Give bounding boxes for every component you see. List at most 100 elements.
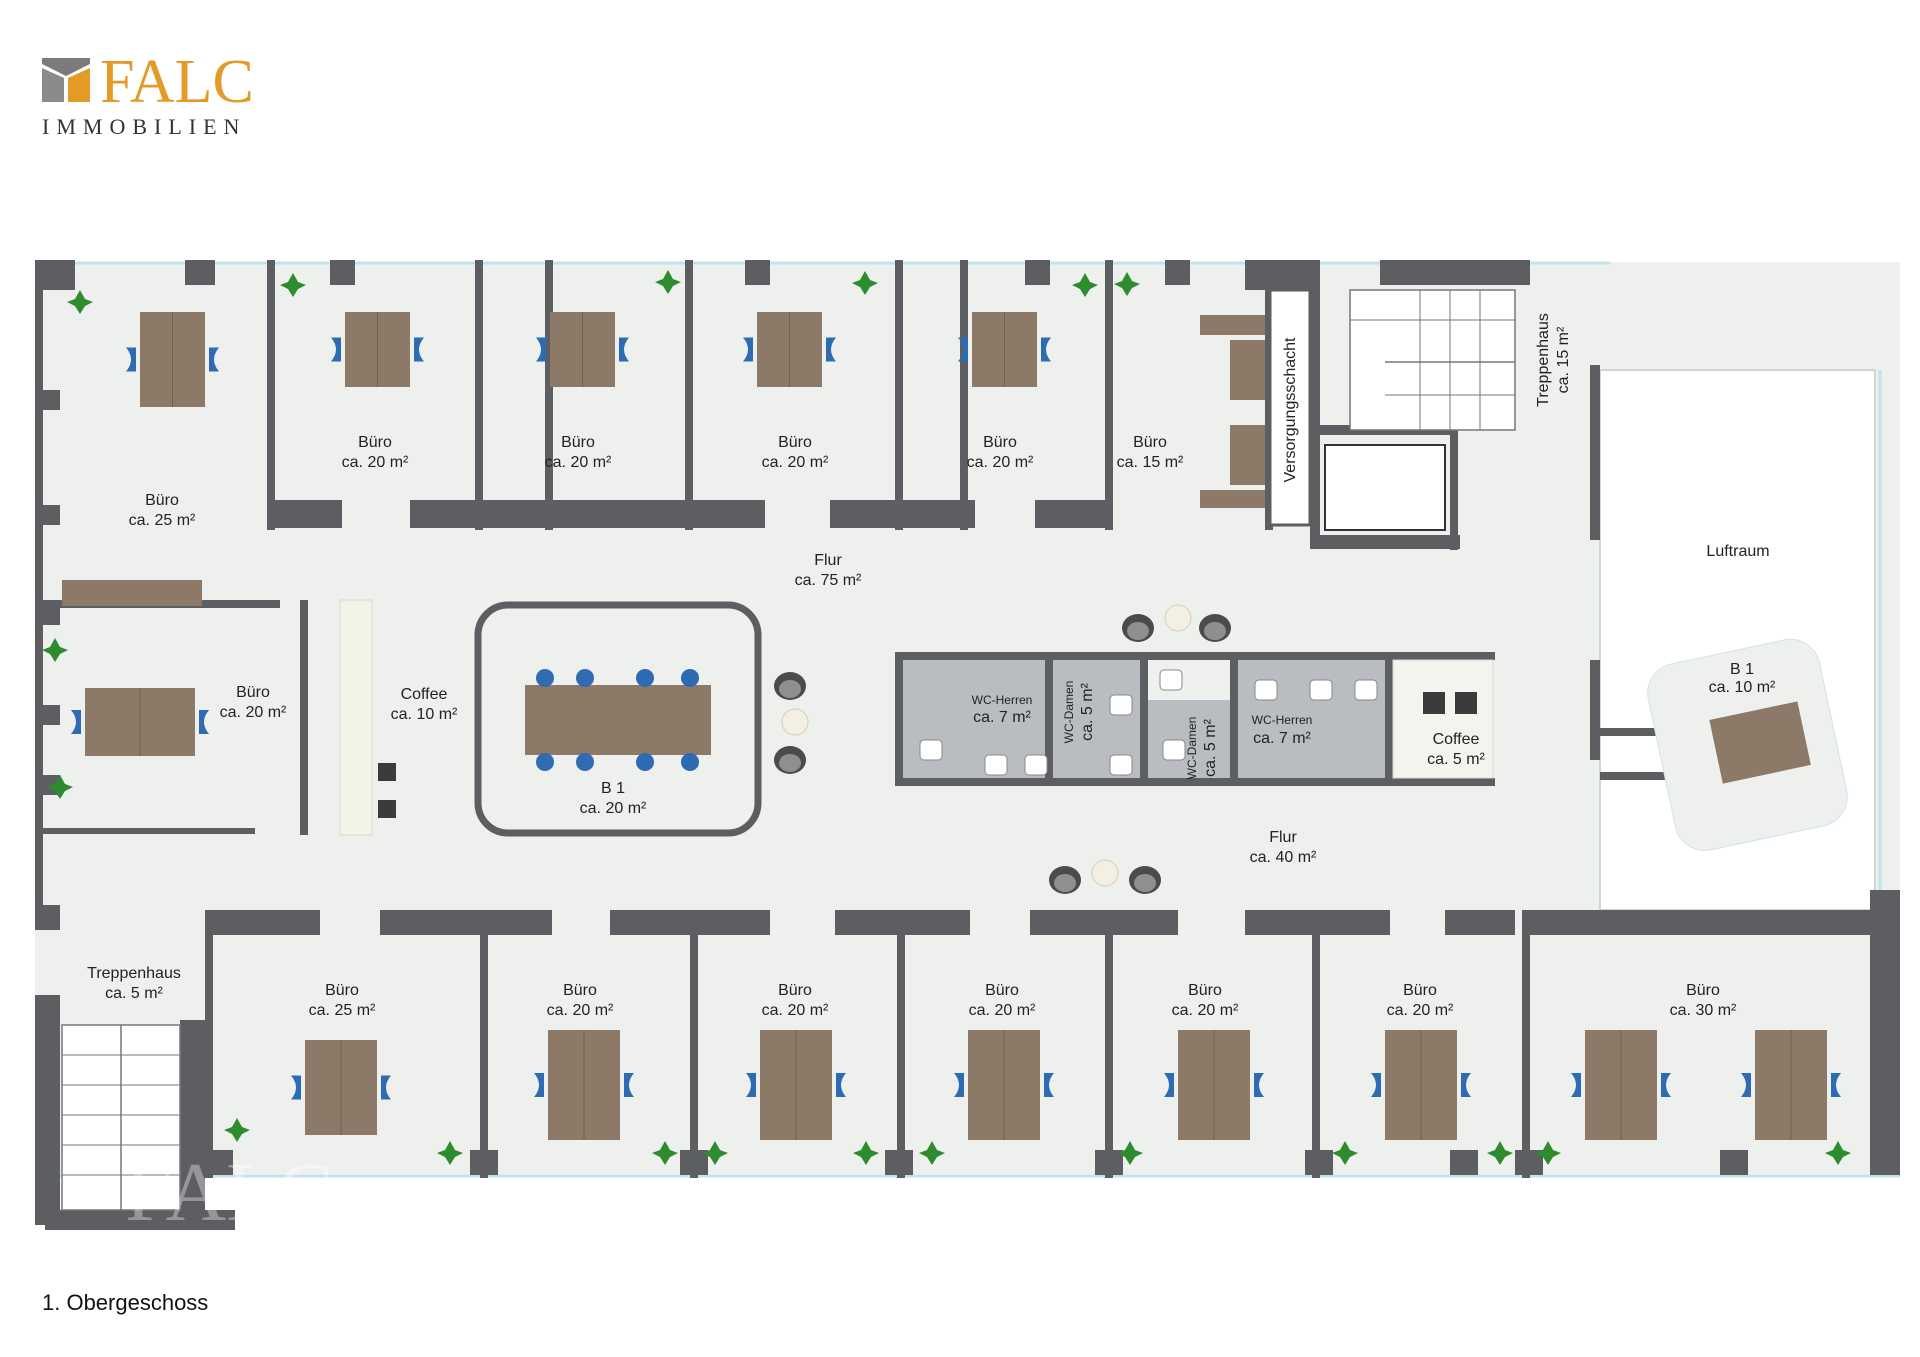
- plant-icon: [280, 273, 306, 297]
- office-chair: [1831, 1073, 1841, 1097]
- plant-icon: [1114, 272, 1140, 296]
- office-chair: [954, 1073, 964, 1097]
- desk: [1200, 490, 1265, 508]
- room-name-buero-b4: Büro: [985, 982, 1019, 999]
- office-chair: [576, 669, 594, 687]
- room-area-buero-b6: ca. 20 m²: [1387, 1002, 1454, 1019]
- bar-stool: [378, 763, 396, 781]
- lounge-chair-seat: [1134, 874, 1156, 892]
- wc-fixture: [919, 739, 943, 761]
- office-chair: [1164, 1073, 1174, 1097]
- wc-fixture: [1254, 679, 1278, 701]
- conference-table: [525, 685, 711, 755]
- office-chair: [576, 753, 594, 771]
- office-chair: [71, 710, 81, 734]
- room-name-buero-t3: Büro: [778, 434, 812, 451]
- plant-icon: [42, 638, 68, 662]
- office-chair: [836, 1073, 846, 1097]
- room-name-flur-top: Flur: [814, 552, 842, 569]
- desk: [1200, 315, 1265, 335]
- office-chair: [636, 669, 654, 687]
- room-name-buero-b7: Büro: [1686, 982, 1720, 999]
- bar-stool: [1455, 692, 1477, 714]
- staircase-top-right: [1324, 289, 1516, 531]
- plant-icon: [1332, 1141, 1358, 1165]
- office-chair: [746, 1073, 756, 1097]
- wc-fixture: [1309, 679, 1333, 701]
- office-chair: [624, 1073, 634, 1097]
- room-area-b1-center: ca. 20 m²: [580, 800, 647, 817]
- plant-icon: [224, 1118, 250, 1142]
- office-chair: [414, 337, 424, 362]
- versorgungsschacht-shaft: [1268, 288, 1312, 527]
- room-area-treppen-bl: ca. 5 m²: [105, 985, 163, 1002]
- office-chair: [536, 337, 546, 362]
- room-area-wc-d1: ca. 5 m²: [1079, 682, 1096, 740]
- room-name-treppen-bl: Treppenhaus: [87, 965, 181, 982]
- lounge-chair-seat: [779, 754, 801, 772]
- room-area-buero-b7: ca. 30 m²: [1670, 1002, 1737, 1019]
- office-chair: [958, 337, 968, 362]
- room-area-buero-b4: ca. 20 m²: [969, 1002, 1036, 1019]
- plant-icon: [1535, 1141, 1561, 1165]
- room-name-wc-h1: WC-Herren: [972, 693, 1033, 707]
- room-area-wc-d2: ca. 5 m²: [1202, 718, 1219, 776]
- office-chair: [1254, 1073, 1264, 1097]
- room-name-coffee-l: Coffee: [401, 686, 448, 703]
- walls: [35, 260, 1900, 1230]
- wc-fixture: [1162, 739, 1186, 761]
- room-name-coffee-r: Coffee: [1433, 731, 1480, 748]
- plant-icon: [67, 290, 93, 314]
- plant-icon: [852, 271, 878, 295]
- office-chair: [291, 1075, 301, 1100]
- lounge-chair-seat: [1054, 874, 1076, 892]
- watermark: FALC: [125, 1146, 333, 1239]
- side-table: [1164, 604, 1192, 632]
- office-chair: [619, 337, 629, 362]
- room-name-buero-tl: Büro: [145, 492, 179, 509]
- room-name-buero-t4: Büro: [983, 434, 1017, 451]
- wc-fixture: [1109, 694, 1133, 716]
- room-name-buero-b5: Büro: [1188, 982, 1222, 999]
- room-name-buero-b3: Büro: [778, 982, 812, 999]
- office-chair: [126, 347, 136, 372]
- furniture: [42, 270, 1851, 1165]
- room-area-buero-tl: ca. 25 m²: [129, 512, 196, 529]
- room-name-b1-right: B 1: [1730, 661, 1754, 678]
- wc-fixture: [984, 754, 1008, 776]
- plant-icon: [1825, 1141, 1851, 1165]
- room-name-luftraum: Luftraum: [1706, 543, 1769, 560]
- meeting-table: [1709, 701, 1811, 784]
- room-name-wc-d2: WC-Damen: [1185, 717, 1199, 780]
- office-chair: [636, 753, 654, 771]
- room-area-buero-b2: ca. 20 m²: [547, 1002, 614, 1019]
- room-name-buero-ml: Büro: [236, 684, 270, 701]
- logo-house-mark-gray: [42, 58, 90, 76]
- room-labels: Büro ca. 25 m² Büro ca. 20 m² Büro ca. 2…: [87, 313, 1776, 1019]
- falc-logo: FALC IMMOBILIEN: [42, 50, 254, 139]
- plant-icon: [919, 1141, 945, 1165]
- desk: [1230, 340, 1265, 400]
- room-area-buero-t1: ca. 20 m²: [342, 454, 409, 471]
- logo-brand-name: FALC: [100, 50, 254, 116]
- floor-title: 1. Obergeschoss: [42, 1290, 209, 1315]
- room-name-buero-t2: Büro: [561, 434, 595, 451]
- room-area-buero-t3: ca. 20 m²: [762, 454, 829, 471]
- room-area-buero-ml: ca. 20 m²: [220, 704, 287, 721]
- office-chair: [1741, 1073, 1751, 1097]
- lounge-chair-seat: [1204, 622, 1226, 640]
- room-name-flur-bot: Flur: [1269, 829, 1297, 846]
- desk: [1230, 425, 1265, 485]
- room-name-buero-b1: Büro: [325, 982, 359, 999]
- office-chair: [681, 753, 699, 771]
- lounge-chair-seat: [1127, 622, 1149, 640]
- office-chair: [681, 669, 699, 687]
- wc-fixture: [1024, 754, 1048, 776]
- room-name-b1-center: B 1: [601, 780, 625, 797]
- room-name-treppen-tr: Treppenhaus: [1535, 313, 1552, 407]
- room-area-coffee-l: ca. 10 m²: [391, 706, 458, 723]
- room-name-buero-b6: Büro: [1403, 982, 1437, 999]
- office-chair: [1044, 1073, 1054, 1097]
- wc-fixture: [1354, 679, 1378, 701]
